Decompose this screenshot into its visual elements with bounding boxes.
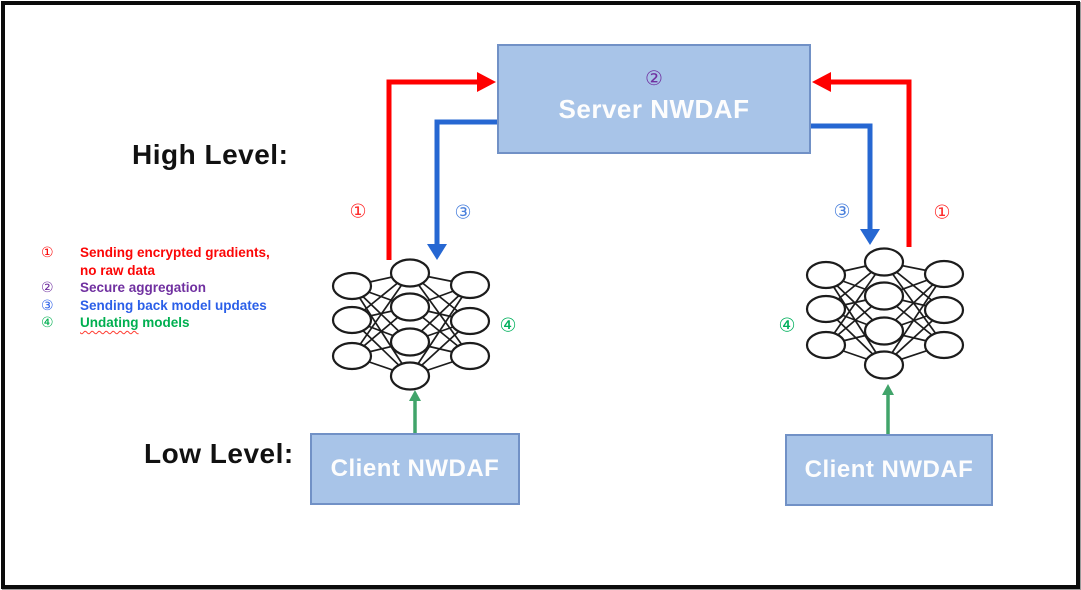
- legend-num-2: ②: [41, 279, 54, 295]
- server-nwdaf-box: ② Server NWDAF: [497, 44, 811, 154]
- low-level-label: Low Level:: [144, 438, 294, 469]
- legend-text-4-rest: models: [138, 315, 190, 330]
- high-level-label: High Level:: [132, 139, 289, 170]
- legend-item-1: ① Sending encrypted gradients, no raw da…: [41, 244, 270, 279]
- client-nwdaf-label-left: Client NWDAF: [330, 455, 500, 482]
- legend-text-4: Undating models: [80, 314, 190, 332]
- step3-label-right: ③: [833, 201, 851, 223]
- arrowhead-model-updates-left: [427, 244, 447, 260]
- legend-text-2: Secure aggregation: [80, 280, 207, 295]
- legend-item-4: ④ Undating models: [41, 314, 270, 332]
- arrow-encrypted-gradients-right: [831, 79, 912, 247]
- legend-item-3: ③ Sending back model updates: [41, 297, 270, 315]
- arrow-model-updates-left: [434, 119, 497, 245]
- arrowhead-encrypted-gradients-left: [477, 72, 496, 92]
- arrow-encrypted-gradients-left: [386, 79, 478, 260]
- legend-num-3: ③: [41, 296, 54, 313]
- step1-label-right: ①: [933, 202, 951, 224]
- server-nwdaf-label: Server NWDAF: [558, 93, 750, 124]
- step1-label-left: ①: [349, 201, 367, 223]
- step4-label-left: ④: [499, 315, 517, 337]
- legend-misspelled-word: Undating: [80, 315, 139, 330]
- client-nwdaf-label-right: Client NWDAF: [804, 456, 974, 483]
- legend-num-4: ④: [41, 314, 54, 330]
- arrow-model-updates-right: [811, 123, 873, 230]
- legend-item-2: ② Secure aggregation: [41, 279, 270, 297]
- step2-badge: ②: [645, 67, 663, 90]
- legend: ① Sending encrypted gradients, no raw da…: [41, 244, 270, 332]
- arrowhead-model-updates-right: [860, 229, 880, 245]
- step4-label-right: ④: [778, 315, 796, 337]
- legend-text-1: Sending encrypted gradients, no raw data: [80, 245, 270, 278]
- client-nwdaf-box-left: Client NWDAF: [310, 433, 520, 505]
- arrowhead-updating-model-right: [882, 384, 894, 395]
- neural-network-left: [331, 258, 491, 391]
- arrowhead-updating-model-left: [409, 390, 421, 401]
- legend-num-1: ①: [41, 244, 54, 260]
- step3-label-left: ③: [454, 202, 472, 224]
- neural-network-right: [805, 247, 965, 380]
- client-nwdaf-box-right: Client NWDAF: [785, 434, 993, 506]
- legend-text-3: Sending back model updates: [80, 297, 267, 313]
- arrowhead-encrypted-gradients-right: [812, 72, 831, 92]
